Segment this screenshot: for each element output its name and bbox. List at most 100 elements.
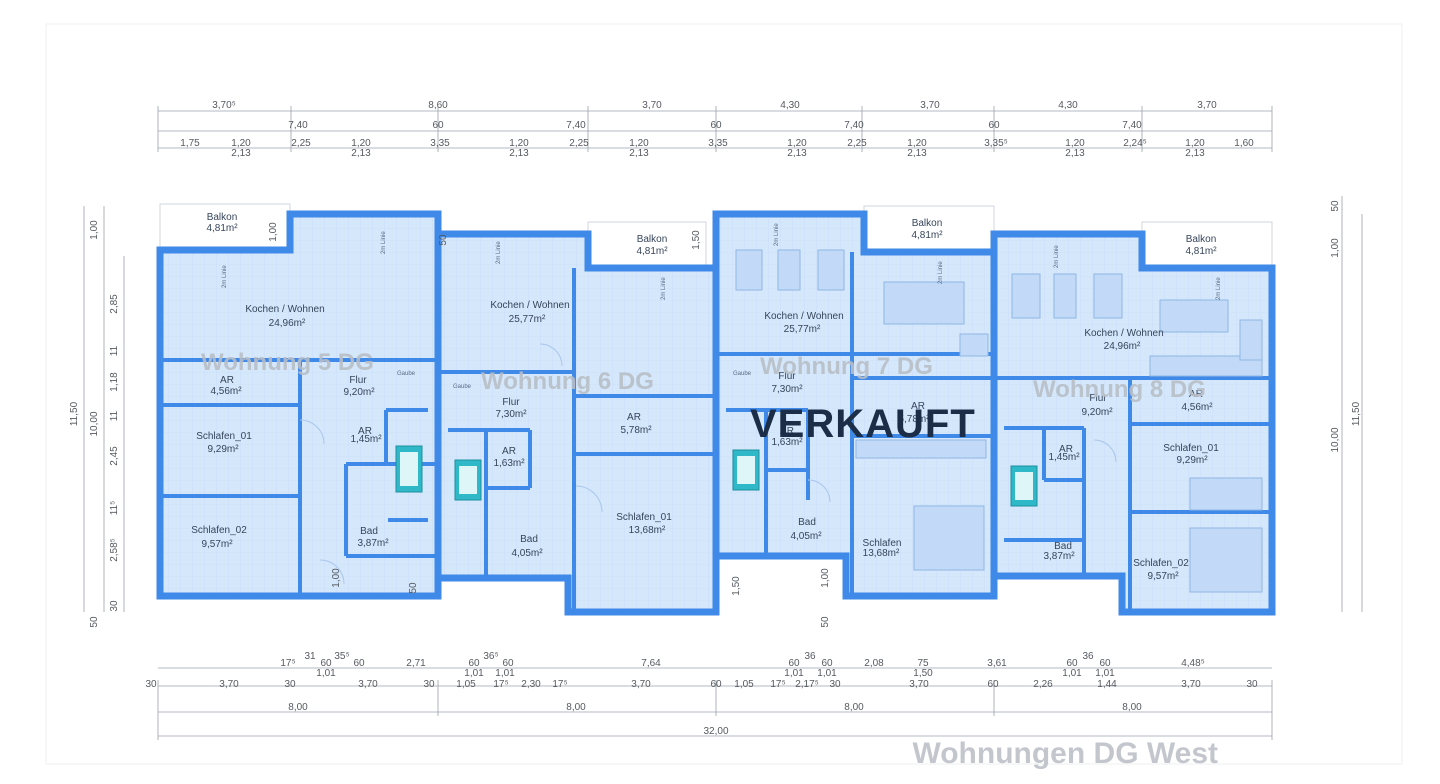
misc-vertical-dims: 1,00 50 1,50 1,00 50 1,50 1,00 50 xyxy=(268,222,831,628)
room-name: Flur xyxy=(778,371,796,382)
sheet-frame xyxy=(45,23,1403,765)
dim-total: 32,00 xyxy=(703,726,728,737)
room-area: 4,05m² xyxy=(790,531,822,542)
dim-label: 7,40 xyxy=(844,120,864,131)
unit-label-6: Wohnung 6 DG xyxy=(481,368,654,395)
top-dim-row-1: 3,70⁵ 8,60 3,70 4,30 3,70 4,30 3,70 xyxy=(212,100,1217,111)
room-name: AR xyxy=(780,426,794,437)
top-dimensions xyxy=(158,110,1272,149)
dim-label: 3,61 xyxy=(987,658,1007,669)
dim-label: 36 xyxy=(804,651,816,662)
room-area: 9,29m² xyxy=(1176,455,1208,466)
dim-label: 1,20 xyxy=(907,138,927,149)
room-area: 9,29m² xyxy=(207,444,239,455)
room-name: Balkon xyxy=(912,218,943,229)
dim-label: 4,30 xyxy=(780,100,800,111)
dim-label: 31 xyxy=(304,651,316,662)
inner-walls xyxy=(160,252,1272,612)
room-name: Schlafen_02 xyxy=(191,525,247,536)
dim-label: 10,00 xyxy=(1330,427,1341,452)
room-name: Bad xyxy=(520,534,538,545)
dim-label: 1,00 xyxy=(820,568,831,588)
room-area: 9,20m² xyxy=(1081,407,1113,418)
room-area: 4,56m² xyxy=(1181,402,1213,413)
dim-label: 60 xyxy=(821,658,833,669)
room-name: Kochen / Wohnen xyxy=(490,300,569,311)
dim-label: 7,64 xyxy=(641,658,661,669)
room-area: 5,78m² xyxy=(898,414,930,425)
dim-label: 60 xyxy=(710,679,722,690)
dim-label: 17⁵ xyxy=(280,658,295,669)
dim-label: 11,50 xyxy=(69,401,80,426)
room-name: Flur xyxy=(1089,393,1107,404)
dim-label: 30 xyxy=(284,679,296,690)
dim-label: 1,01 xyxy=(495,668,515,679)
dim-label: 1,75 xyxy=(180,138,200,149)
rooms-unit-6: Balkon 4,81m² Kochen / Wohnen 25,77m² Fl… xyxy=(453,234,672,559)
room-name: Schlafen_02 xyxy=(1133,558,1189,569)
bottom-dim-row-c: 30 3,70 30 3,70 30 1,05 17⁵ 2,30 17⁵ 3,7… xyxy=(145,679,1258,690)
top-dimension-ticks xyxy=(157,106,1273,152)
dim-label: 8,00 xyxy=(288,702,308,713)
room-name: Schlafen_01 xyxy=(196,431,252,442)
dim-label: 2,13 xyxy=(1185,148,1205,159)
top-dim-row-3b: 2,13 2,13 2,13 2,13 2,13 2,13 2,13 2,13 xyxy=(231,148,1205,159)
dim-label: 1,50 xyxy=(691,230,702,250)
annotation-linie: 2m Linie xyxy=(381,231,387,254)
dim-label: 3,35 xyxy=(430,138,450,149)
dim-label: 1,05 xyxy=(456,679,476,690)
dim-label: 30 xyxy=(829,679,841,690)
dim-label: 36⁵ xyxy=(483,651,498,662)
room-name: AR xyxy=(627,412,641,423)
room-area: 7,30m² xyxy=(771,384,803,395)
dim-label: 3,70 xyxy=(920,100,940,111)
room-area: 4,81m² xyxy=(636,246,668,257)
room-name: Bad xyxy=(1054,541,1072,552)
dim-label: 2,13 xyxy=(629,148,649,159)
rooms-unit-7: Balkon 4,81m² Kochen / Wohnen 25,77m² Fl… xyxy=(733,218,943,559)
dim-label: 3,70 xyxy=(631,679,651,690)
room-name: AR xyxy=(358,426,372,437)
dim-label: 75 xyxy=(917,658,929,669)
dim-label: 2,26 xyxy=(1033,679,1053,690)
dim-label: 30 xyxy=(109,600,120,612)
rooms-unit-8: Balkon 4,81m² Kochen / Wohnen 24,96m² Fl… xyxy=(1043,234,1219,582)
unit-labels: Wohnung 5 DG Wohnung 6 DG Wohnung 7 DG W… xyxy=(201,349,1206,403)
dim-label: 1,18 xyxy=(109,372,120,392)
dim-label: 1,20 xyxy=(351,138,371,149)
outer-walls xyxy=(156,210,1276,616)
room-area: 9,57m² xyxy=(201,539,233,550)
dim-label: 50 xyxy=(820,616,831,628)
dim-label: 3,70 xyxy=(1197,100,1217,111)
annotation-gaube: Gaube xyxy=(397,371,416,377)
right-dimensions xyxy=(1341,196,1363,612)
dim-label: 3,70 xyxy=(909,679,929,690)
dim-label: 60 xyxy=(788,658,800,669)
room-name: AR xyxy=(502,446,516,457)
dim-label: 2,25 xyxy=(569,138,589,149)
dim-label: 2,13 xyxy=(1065,148,1085,159)
room-area: 1,63m² xyxy=(493,458,525,469)
line-annotations: 2m Linie 2m Linie 2m Linie 2m Linie 2m L… xyxy=(222,223,1222,300)
dim-label: 3,35 xyxy=(708,138,728,149)
top-dim-row-3: 1,75 1,20 2,25 1,20 3,35 1,20 2,25 1,20 … xyxy=(180,138,1254,149)
dim-label: 1,20 xyxy=(787,138,807,149)
plan-title: Wohnungen DG West xyxy=(912,737,1218,770)
dim-label: 30 xyxy=(1246,679,1258,690)
room-area: 13,68m² xyxy=(863,548,900,559)
room-area: 25,77m² xyxy=(509,314,546,325)
dim-label: 2,13 xyxy=(351,148,371,159)
room-name: Kochen / Wohnen xyxy=(1084,328,1163,339)
annotation-linie: 2m Linie xyxy=(1216,277,1222,300)
room-area: 1,63m² xyxy=(771,437,803,448)
bottom-dim-row-b: 1,01 1,01 1,01 1,01 1,01 1,50 1,01 1,01 … xyxy=(316,668,1117,690)
room-name: Schlafen_01 xyxy=(1163,443,1219,454)
dim-label: 11,50 xyxy=(1351,401,1362,426)
dim-label: 17⁵ xyxy=(493,679,508,690)
dim-label: 2,24⁵ xyxy=(1123,138,1147,149)
dim-label: 1,20 xyxy=(629,138,649,149)
dim-label: 1,50 xyxy=(913,668,933,679)
room-name: Kochen / Wohnen xyxy=(245,304,324,315)
dim-label: 35⁵ xyxy=(334,651,349,662)
